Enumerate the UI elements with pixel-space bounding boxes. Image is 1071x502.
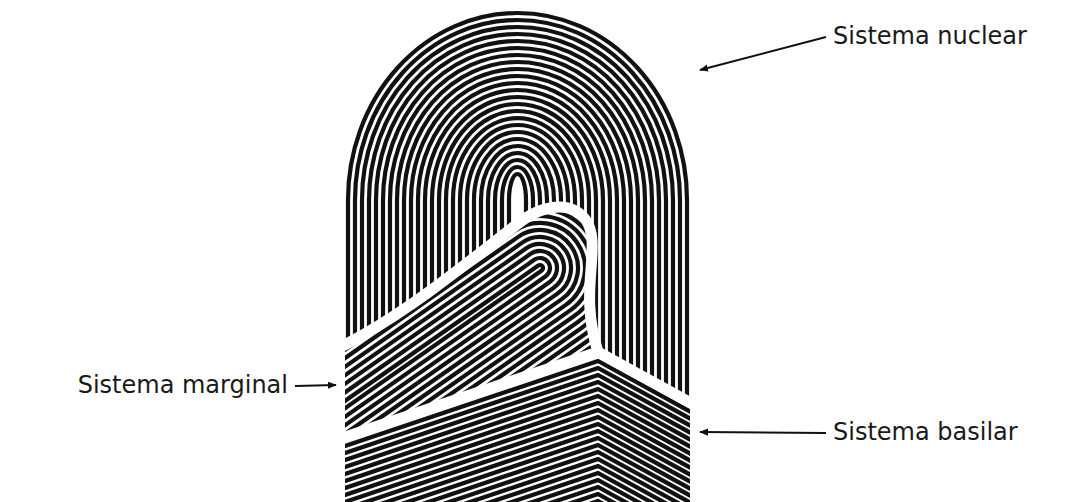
- leader-arrow: [700, 432, 826, 433]
- ridge: [118, 79, 729, 502]
- separation-band: [330, 207, 598, 352]
- ridge: [122, 88, 720, 502]
- separation-band: [330, 352, 700, 442]
- leader-arrow: [700, 37, 826, 70]
- ridge: [114, 69, 739, 502]
- fingerprint: [106, 13, 759, 502]
- leader-lines: [295, 37, 826, 433]
- ridge: [106, 49, 759, 502]
- ridge: [330, 487, 700, 502]
- ridge: [130, 108, 700, 502]
- ridge: [330, 494, 700, 502]
- ridge: [158, 176, 632, 502]
- ridge: [126, 98, 710, 502]
- ridge: [330, 473, 700, 502]
- region-label: Sistema basilar: [833, 418, 1018, 447]
- marginal-ridges: [106, 49, 759, 502]
- ridge: [154, 166, 642, 502]
- ridge: [330, 480, 700, 502]
- ridge: [330, 501, 700, 502]
- region-label: Sistema nuclear: [833, 22, 1027, 51]
- leader-arrow: [295, 385, 336, 386]
- region-label: Sistema marginal: [78, 371, 288, 400]
- ridge: [110, 59, 749, 502]
- loop-ridges: [106, 49, 759, 502]
